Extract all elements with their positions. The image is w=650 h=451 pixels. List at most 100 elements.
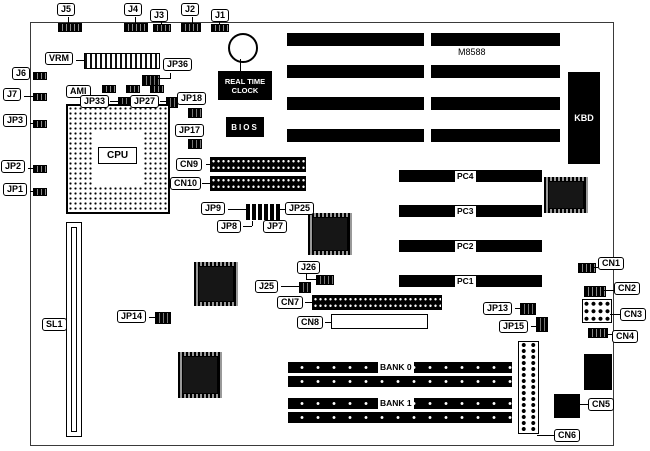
label-cn1: CN1	[598, 257, 625, 270]
connector-cn1	[578, 263, 596, 273]
connector-cn9	[210, 157, 306, 172]
jumper-pin	[252, 204, 256, 220]
jumper-pin	[264, 204, 268, 220]
leader-line	[149, 317, 155, 318]
jumper-jp15	[536, 317, 548, 332]
leader-line	[110, 101, 118, 102]
qfp-chip	[308, 213, 352, 255]
isa-slot	[287, 129, 424, 142]
label-cn5: CN5	[588, 398, 615, 411]
leader-line	[202, 183, 210, 184]
jumper-pin	[276, 204, 280, 220]
connector-cn7	[312, 295, 442, 310]
kbd-connector: KBD	[568, 72, 600, 164]
label-bank0: BANK 0	[378, 362, 414, 373]
leader-line	[170, 73, 171, 79]
leader-line	[158, 78, 170, 79]
jumper-j25	[299, 282, 311, 293]
jumper-j26	[316, 275, 334, 285]
label-pc4: PC4	[455, 171, 476, 182]
leader-line	[306, 279, 316, 280]
label-pc3: PC3	[455, 206, 476, 217]
pin-header-j4	[124, 23, 148, 32]
label-jp8: JP8	[217, 220, 242, 233]
leader-line	[160, 101, 166, 102]
label-pc2: PC2	[455, 241, 476, 252]
qfp-chip	[544, 177, 588, 213]
label-jp18: JP18	[177, 92, 207, 105]
label-pc1: PC1	[455, 276, 476, 287]
pin-header-jp2	[33, 165, 47, 173]
isa-slot	[287, 65, 424, 78]
leader-line	[206, 164, 210, 165]
connector-cn8	[331, 314, 428, 329]
connector-cn3	[582, 299, 612, 323]
leader-line	[30, 191, 33, 192]
rtc-label-line1: REAL TIME	[224, 76, 266, 86]
label-jp17: JP17	[175, 124, 205, 137]
connector-cn2	[584, 286, 606, 297]
label-jp14: JP14	[117, 310, 147, 323]
label-cn3: CN3	[620, 308, 647, 321]
qfp-chip	[194, 262, 238, 306]
bios-label: BIOS	[231, 122, 259, 132]
leader-line	[228, 209, 246, 210]
leader-line	[580, 404, 588, 405]
pin-header-j1	[211, 24, 229, 32]
slot-sl1-key	[71, 227, 77, 432]
pin-header-j2	[181, 23, 201, 32]
connector-cn5	[554, 394, 580, 418]
label-jp9: JP9	[201, 202, 226, 215]
leader-line	[325, 322, 331, 323]
leader-line	[537, 435, 554, 436]
isa-slot	[431, 65, 560, 78]
leader-line	[610, 314, 620, 315]
label-cn8: CN8	[297, 316, 324, 329]
label-jp36: JP36	[163, 58, 193, 71]
rtc-label-line2: CLOCK	[231, 85, 259, 95]
label-j25: J25	[255, 280, 279, 293]
leader-line	[305, 302, 312, 303]
label-jp15: JP15	[499, 320, 529, 333]
qfp-chip-body	[198, 266, 234, 302]
leader-line	[24, 96, 33, 97]
label-jp25: JP25	[285, 202, 315, 215]
pin-header-jp1	[33, 188, 47, 196]
rtc-chip: REAL TIME CLOCK	[218, 71, 272, 100]
jumper-jp18	[188, 108, 202, 118]
label-jp7: JP7	[263, 220, 288, 233]
label-jp13: JP13	[483, 302, 513, 315]
leader-line	[192, 17, 193, 23]
label-j3: J3	[150, 9, 169, 22]
label-cn9: CN9	[176, 158, 203, 171]
cpu-label: CPU	[98, 147, 138, 164]
label-vrm: VRM	[45, 52, 73, 65]
pin-header-j6	[33, 72, 47, 80]
jumper-jp14	[155, 312, 171, 324]
power-connector	[518, 341, 539, 434]
label-cn6: CN6	[554, 429, 581, 442]
battery-lead	[240, 59, 241, 72]
leader-line	[252, 221, 253, 226]
qfp-chip-body	[312, 217, 348, 251]
connector-cn4	[588, 328, 608, 338]
isa-slot	[431, 129, 560, 142]
simm-slot	[288, 412, 512, 423]
pin-header	[102, 85, 116, 93]
label-cn10: CN10	[170, 177, 202, 190]
label-jp27: JP27	[130, 95, 160, 108]
vrm-module	[84, 53, 160, 69]
board-model: M8588	[458, 47, 486, 57]
leader-line	[531, 326, 536, 327]
pin-header-jp3	[33, 120, 47, 128]
label-cn2: CN2	[614, 282, 641, 295]
leader-line	[68, 17, 69, 23]
label-j7: J7	[3, 88, 22, 101]
label-bank1: BANK 1	[378, 398, 414, 409]
leader-line	[76, 60, 84, 61]
label-jp1: JP1	[3, 183, 28, 196]
qfp-chip-body	[182, 356, 218, 394]
leader-line	[243, 226, 252, 227]
pin-header	[126, 85, 140, 93]
leader-line	[306, 274, 307, 279]
